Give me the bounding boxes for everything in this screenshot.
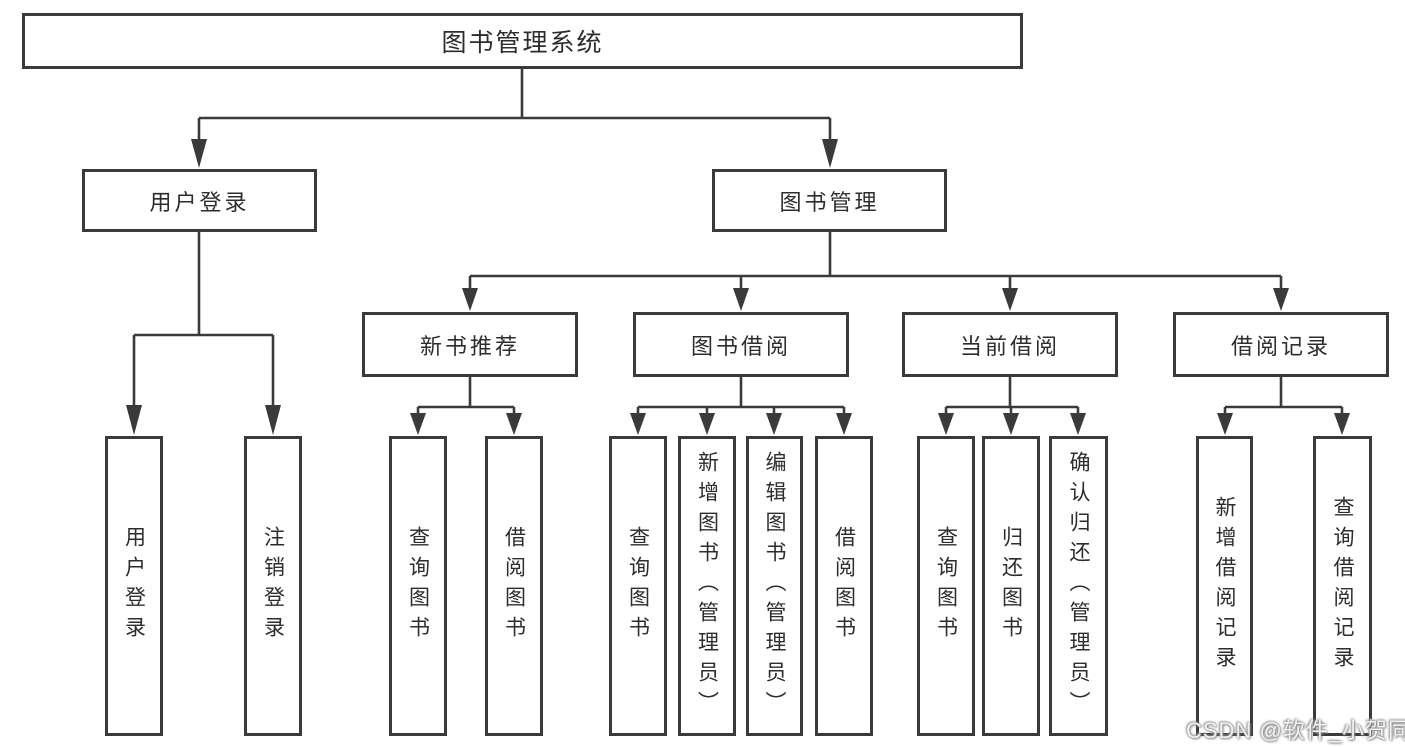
node-new-book-recommend: 新书推荐 [362,312,578,377]
leaf-return-book-label: 归还图书 [999,526,1023,646]
leaf-query-books-borrowing: 查询图书 [609,436,667,736]
leaf-add-book-admin: 新增图书（管理员） [678,436,736,736]
leaf-query-books-recommend: 查询图书 [389,436,447,736]
node-book-management-label: 图书管理 [779,189,880,215]
leaf-query-books-current-label: 查询图书 [934,526,958,646]
leaf-add-book-admin-label: 新增图书（管理员） [695,451,719,721]
leaf-edit-book-admin: 编辑图书（管理员） [746,436,803,736]
csdn-watermark: CSDN @软件_小贺同学 [1186,718,1405,743]
leaf-add-borrow-record: 新增借阅记录 [1196,436,1253,736]
leaf-confirm-return-admin: 确认归还（管理员） [1049,436,1108,736]
leaf-query-books-recommend-label: 查询图书 [406,526,430,646]
leaf-edit-book-admin-label: 编辑图书（管理员） [763,451,786,721]
node-current-borrowing-label: 当前借阅 [959,333,1060,359]
leaf-return-book: 归还图书 [982,436,1040,736]
leaf-add-borrow-record-label: 新增借阅记录 [1213,496,1236,676]
node-borrowing-records-label: 借阅记录 [1230,333,1331,359]
node-book-borrowing-label: 图书借阅 [690,333,791,359]
leaf-user-login-label: 用户登录 [122,526,146,646]
leaf-logout-label: 注销登录 [261,526,285,646]
leaf-query-books-current: 查询图书 [917,436,975,736]
node-book-borrowing: 图书借阅 [633,312,849,377]
leaf-borrow-books-recommend-label: 借阅图书 [502,526,526,646]
leaf-borrow-books-recommend: 借阅图书 [485,436,543,736]
node-user-login: 用户登录 [82,169,317,232]
leaf-query-borrow-record-label: 查询借阅记录 [1331,496,1354,676]
leaf-borrow-books-borrowing: 借阅图书 [815,436,873,736]
leaf-query-borrow-record: 查询借阅记录 [1313,436,1372,736]
leaf-query-books-borrowing-label: 查询图书 [626,526,650,646]
node-root-label: 图书管理系统 [441,29,604,57]
node-current-borrowing: 当前借阅 [902,312,1118,377]
node-book-management: 图书管理 [712,169,947,232]
leaf-user-login: 用户登录 [105,436,163,736]
node-borrowing-records: 借阅记录 [1173,312,1389,377]
leaf-borrow-books-borrowing-label: 借阅图书 [832,526,856,646]
node-root: 图书管理系统 [22,13,1023,69]
leaf-logout: 注销登录 [244,436,302,736]
leaf-confirm-return-admin-label: 确认归还（管理员） [1067,451,1090,721]
node-new-book-recommend-label: 新书推荐 [419,333,520,359]
node-user-login-label: 用户登录 [149,189,250,215]
